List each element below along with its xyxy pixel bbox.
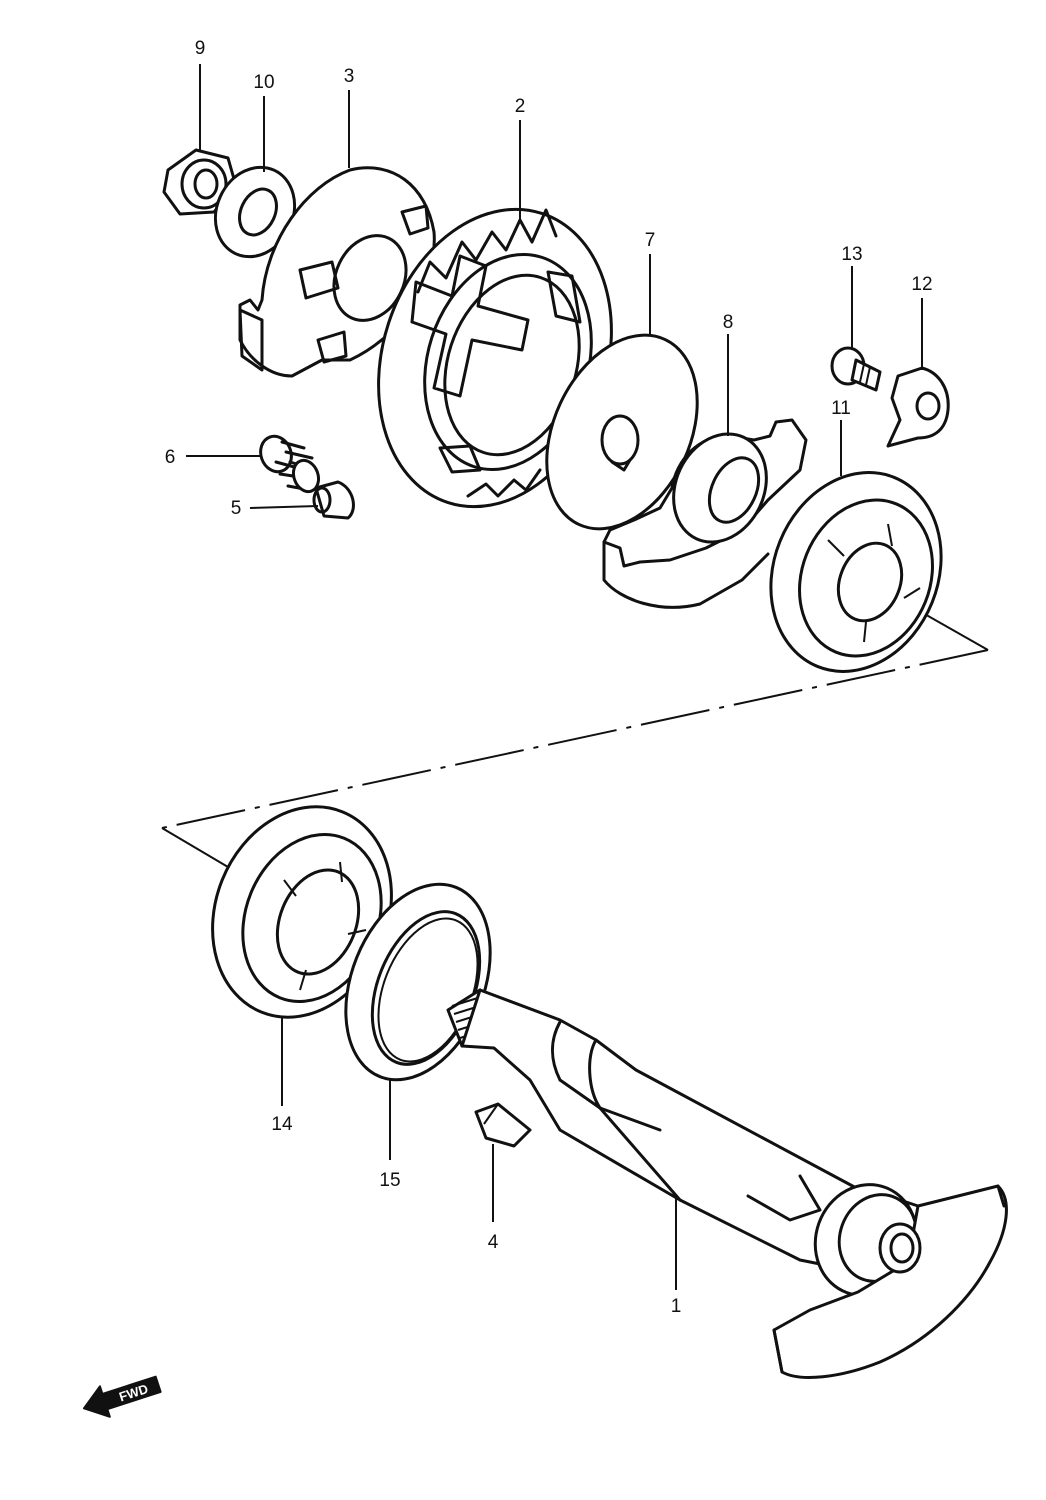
part-labels: 9 10 3 2 7 13 12 8 11 6 5 14 15 4 1 [165, 38, 933, 1317]
part-12-stopper-plate[interactable] [886, 366, 950, 448]
leader-5 [249, 505, 319, 509]
part-15-oil-seal[interactable] [319, 863, 518, 1102]
label-part-4: 4 [488, 1232, 499, 1253]
leader-lines [186, 64, 923, 1290]
part-3-ratchet[interactable] [238, 166, 436, 378]
label-part-15: 15 [379, 1170, 400, 1191]
label-part-1: 1 [671, 1296, 682, 1317]
part-14-bearing[interactable] [182, 780, 422, 1045]
part-13-screw[interactable] [830, 346, 882, 392]
label-part-10: 10 [253, 72, 274, 93]
forward-direction-marker: FWD [82, 1375, 162, 1418]
part-8-guide[interactable] [602, 418, 808, 609]
label-part-6: 6 [165, 447, 176, 468]
part-11-bearing[interactable] [742, 447, 970, 698]
label-part-11: 11 [831, 398, 851, 419]
label-part-3: 3 [344, 66, 355, 87]
label-part-2: 2 [515, 96, 526, 117]
part-10-washer[interactable] [201, 154, 309, 269]
label-part-8: 8 [723, 312, 734, 333]
label-part-14: 14 [271, 1114, 293, 1135]
arrow-left-icon [82, 1375, 162, 1418]
part-4-key[interactable] [474, 1102, 532, 1148]
label-part-9: 9 [195, 38, 206, 59]
label-part-5: 5 [231, 498, 242, 519]
label-part-12: 12 [911, 274, 932, 295]
part-6-spring[interactable] [256, 432, 323, 495]
part-1-kick-starter-shaft[interactable] [446, 988, 1008, 1379]
label-part-7: 7 [645, 230, 656, 251]
part-5-pin[interactable] [312, 480, 355, 520]
label-part-13: 13 [841, 244, 862, 265]
